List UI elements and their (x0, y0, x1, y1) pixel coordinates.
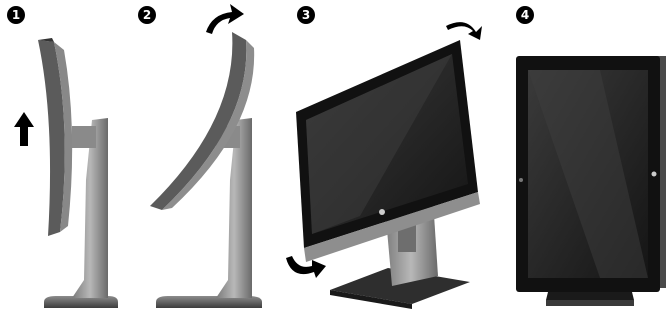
curved-arrow-icon (206, 4, 244, 34)
hp-logo-icon (379, 209, 385, 215)
hp-logo-icon (652, 172, 657, 177)
step-1-monitor-side-view (38, 38, 118, 308)
step-4-monitor-portrait-view (516, 56, 666, 306)
step-2-monitor-side-view (150, 32, 262, 308)
curved-arrow-icon (446, 22, 482, 40)
up-arrow-icon (14, 112, 34, 146)
